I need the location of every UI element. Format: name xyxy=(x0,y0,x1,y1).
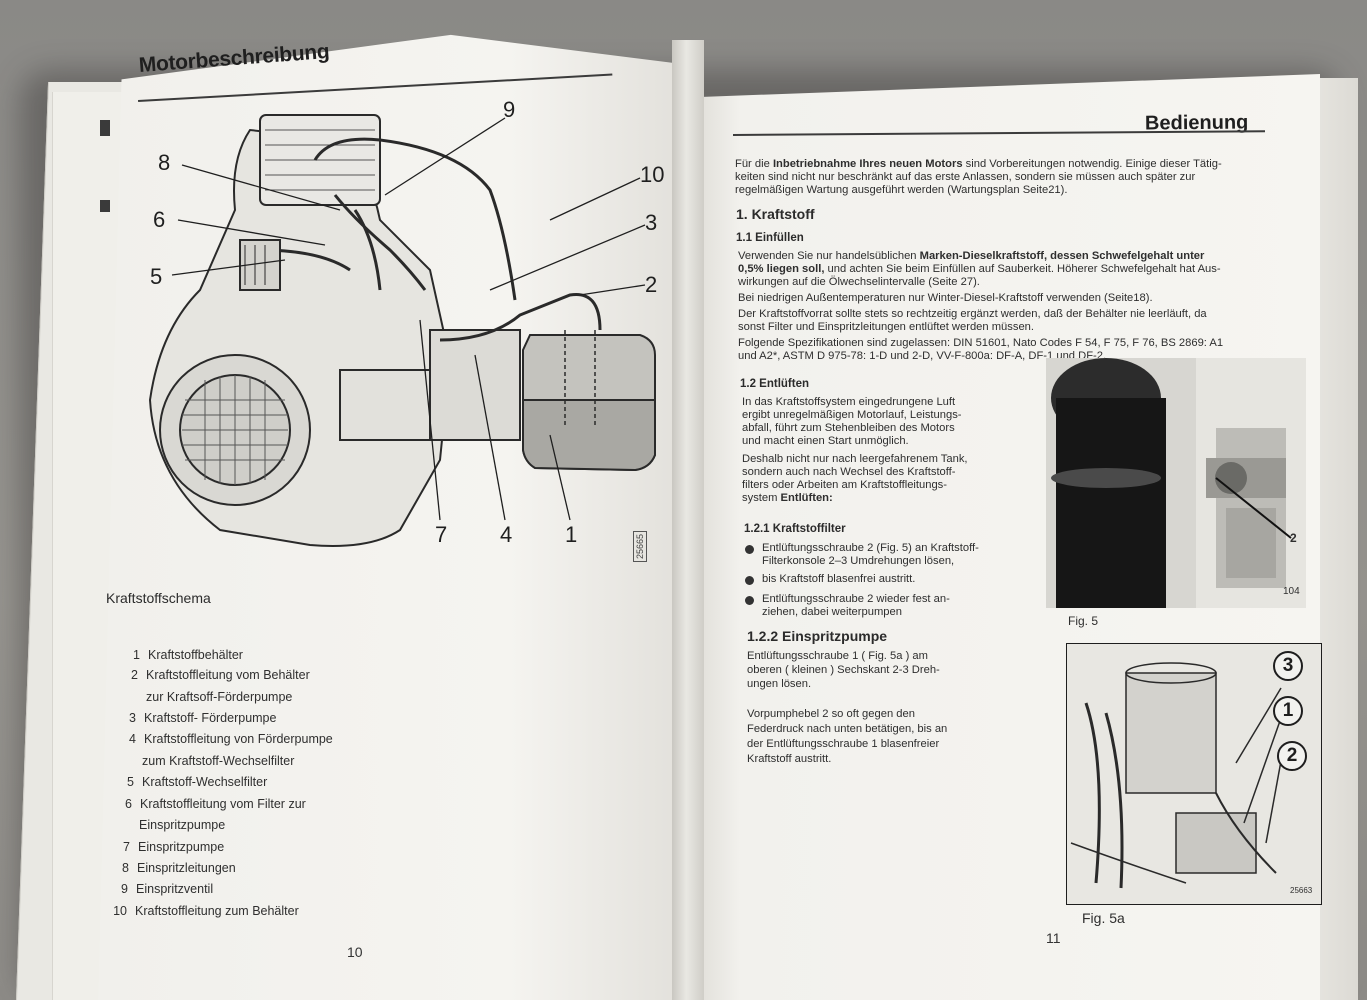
callout-1: 1 xyxy=(565,522,578,547)
callout-9: 9 xyxy=(503,97,516,122)
s12-line: sondern auch nach Wechsel des Kraftstoff… xyxy=(742,466,956,478)
page-number-right: 11 xyxy=(1046,930,1061,946)
legend-text: Einspritzpumpe xyxy=(138,840,225,854)
legend-text: Kraftstoffbehälter xyxy=(148,648,243,662)
bullet-icon xyxy=(745,596,754,605)
s11-line-4: Bei niedrigen Außentemperaturen nur Wint… xyxy=(738,292,1153,304)
s11-line-6: sonst Filter und Einspritzleitungen entl… xyxy=(738,321,1035,333)
legend-text: Kraftstoff- Förderpumpe xyxy=(144,711,277,725)
fig5a-marker-3: 3 xyxy=(1273,651,1303,681)
s11-line-8: und A2*, ASTM D 975-78: 1-D und 2-D, VV-… xyxy=(738,350,1107,362)
section-1-2-2-heading: 1.2.2 Einspritzpumpe xyxy=(747,628,888,644)
s12-last-line: system Entlüften: xyxy=(742,492,833,504)
section-1-2-heading: 1.2 Entlüften xyxy=(740,378,810,390)
fig5a-marker-2: 2 xyxy=(1277,741,1307,771)
s12-line: abfall, führt zum Stehenbleiben des Moto… xyxy=(742,422,955,434)
s122b-line: Federdruck nach unten betätigen, bis an xyxy=(747,723,948,735)
legend-text: Kraftstoff-Wechselfilter xyxy=(142,775,268,789)
s122-line: ungen lösen. xyxy=(747,678,812,690)
callout-4: 4 xyxy=(500,522,513,547)
legend-text: zur Kraftsoff-Förderpumpe xyxy=(146,690,293,704)
callout-10: 10 xyxy=(640,162,665,187)
bullet-icon xyxy=(745,545,754,554)
s11-line-3: wirkungen auf die Ölwechselintervalle (S… xyxy=(738,276,980,288)
bullet-icon xyxy=(745,576,754,585)
engine-diagram xyxy=(148,114,656,547)
fig5a-drawing xyxy=(1066,643,1322,905)
section-kraftstoff: 1. Kraftstoff xyxy=(736,206,815,222)
s11-line-1: Verwenden Sie nur handelsüblichen Marken… xyxy=(738,250,1205,262)
legend-text: zum Kraftstoff-Wechselfilter xyxy=(142,754,295,768)
s12-line: und macht einen Start unmöglich. xyxy=(742,435,909,447)
s12-line: In das Kraftstoffsystem eingedrungene Lu… xyxy=(742,396,956,408)
page-number-left: 10 xyxy=(347,944,363,960)
legend-text: Einspritzventil xyxy=(136,882,214,896)
book-spine xyxy=(672,40,704,1000)
s122b-line: Vorpumphebel 2 so oft gegen den xyxy=(747,708,915,720)
callout-3: 3 xyxy=(645,210,658,235)
legend-number: 2 xyxy=(131,668,138,682)
fig5a-marker-1: 1 xyxy=(1273,696,1303,726)
legend-number: 10 xyxy=(113,904,127,918)
legend-text: Kraftstoffleitung vom Filter zur xyxy=(140,797,306,811)
callout-5: 5 xyxy=(150,264,163,289)
s122-line: Entlüftungsschraube 1 ( Fig. 5a ) am xyxy=(747,650,928,662)
s12-line: ergibt unregelmäßigen Motorlauf, Leistun… xyxy=(742,409,962,421)
schema-title: Kraftstoffschema xyxy=(106,590,211,606)
intro-line-1: Für die Inbetriebnahme Ihres neuen Motor… xyxy=(735,158,1222,170)
section-1-1-heading: 1.1 Einfüllen xyxy=(736,232,804,244)
callout-6: 6 xyxy=(153,207,166,232)
bullet-text: Entlüftungsschraube 2 (Fig. 5) an Krafts… xyxy=(762,542,979,554)
legend-number: 3 xyxy=(129,711,136,725)
s122-line: oberen ( kleinen ) Sechskant 2-3 Dreh- xyxy=(747,664,940,676)
section-1-2-1-heading: 1.2.1 Kraftstoffilter xyxy=(744,523,846,535)
s11-line-7: Folgende Spezifikationen sind zugelassen… xyxy=(738,337,1224,349)
intro-line-3: regelmäßigen Wartung ausgeführt werden (… xyxy=(735,184,1068,196)
bullet-text: Filterkonsole 2–3 Umdrehungen lösen, xyxy=(762,555,955,567)
fig5a-code: 25663 xyxy=(1290,886,1313,895)
s12-line: Deshalb nicht nur nach leergefahrenem Ta… xyxy=(742,453,968,465)
fig5-caption: Fig. 5 xyxy=(1068,614,1099,628)
fig5-marker: 2 xyxy=(1290,531,1297,545)
legend-number: 6 xyxy=(125,797,132,811)
legend-number: 9 xyxy=(121,882,128,896)
fig5-photo xyxy=(1046,358,1306,608)
figure-code: 25665 xyxy=(633,530,647,562)
s11-line-2: 0,5% liegen soll, und achten Sie beim Ei… xyxy=(738,263,1221,275)
fig5-code: 104 xyxy=(1283,586,1300,597)
intro-line-2: keiten sind nicht nur beschränkt auf das… xyxy=(735,171,1196,183)
legend-number: 7 xyxy=(123,840,130,854)
legend-number: 5 xyxy=(127,775,134,789)
s11-line-5: Der Kraftstoffvorrat sollte stets so rec… xyxy=(738,308,1207,320)
s122b-line: Kraftstoff austritt. xyxy=(747,753,832,765)
underlying-page-marks xyxy=(100,120,110,240)
legend-text: Einspritzpumpe xyxy=(139,818,226,832)
bullet-text: Entlüftungsschraube 2 wieder fest an- xyxy=(762,593,950,605)
callout-7: 7 xyxy=(435,522,448,547)
legend-text: Kraftstoffleitung von Förderpumpe xyxy=(144,732,333,746)
bullet-text: bis Kraftstoff blasenfrei austritt. xyxy=(762,573,916,585)
legend-number: 1 xyxy=(133,648,140,662)
legend-number: 8 xyxy=(122,861,129,875)
legend-text: Kraftstoffleitung zum Behälter xyxy=(135,904,299,918)
s12-line: filters oder Arbeiten am Kraftstoffleitu… xyxy=(742,479,947,491)
bullet-text: ziehen, dabei weiterpumpen xyxy=(762,606,902,618)
legend-text: Einspritzleitungen xyxy=(137,861,236,875)
fig5a-caption: Fig. 5a xyxy=(1082,910,1125,926)
legend-text: Kraftstoffleitung vom Behälter xyxy=(146,668,310,682)
callout-2: 2 xyxy=(645,272,658,297)
s122b-line: der Entlüftungsschraube 1 blasenfreier xyxy=(747,738,940,750)
legend-number: 4 xyxy=(129,732,136,746)
callout-8: 8 xyxy=(158,150,171,175)
